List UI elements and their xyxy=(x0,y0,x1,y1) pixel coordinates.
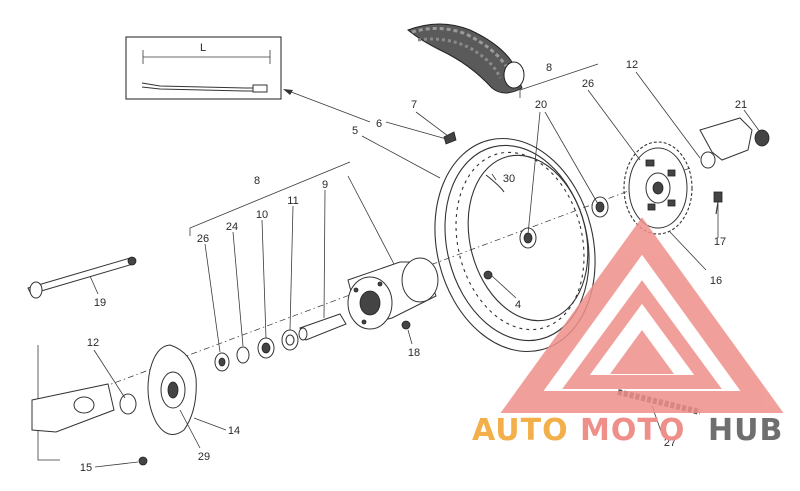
group-bracket-top xyxy=(519,63,599,98)
group-bracket-left xyxy=(189,161,351,236)
callout-20: 20 xyxy=(535,99,547,111)
watermark-word-auto: AUTO xyxy=(472,413,569,448)
cable-inset: L xyxy=(125,36,282,100)
callout-15: 15 xyxy=(80,462,92,474)
callout-6: 6 xyxy=(376,118,382,130)
callout-numbers: 6 7 5 8 20 26 12 21 30 17 16 4 18 8 9 11… xyxy=(80,59,747,474)
hub xyxy=(347,257,439,330)
sprocket xyxy=(623,141,693,235)
axle xyxy=(27,256,137,299)
callout-26-top: 26 xyxy=(582,78,594,90)
callout-7: 7 xyxy=(411,99,417,111)
callout-10: 10 xyxy=(256,209,268,221)
watermark-logo xyxy=(500,217,784,413)
right-bearings xyxy=(519,196,609,249)
callout-5: 5 xyxy=(352,125,358,137)
rim xyxy=(434,137,596,353)
callout-8-left: 8 xyxy=(254,175,260,187)
callout-21: 21 xyxy=(735,99,747,111)
chain-adjuster-right xyxy=(699,117,770,169)
callout-12-left: 12 xyxy=(87,337,99,349)
callout-4: 4 xyxy=(515,299,521,311)
callout-27: 27 xyxy=(664,437,676,449)
callout-26-left: 26 xyxy=(197,233,209,245)
callout-16: 16 xyxy=(710,275,722,287)
callout-18: 18 xyxy=(408,347,420,359)
cable-length-label: L xyxy=(200,42,206,54)
callout-14: 14 xyxy=(228,425,240,437)
leader-lines xyxy=(89,71,761,468)
callout-12-top: 12 xyxy=(626,59,638,71)
callout-17: 17 xyxy=(714,236,726,248)
callout-19: 19 xyxy=(94,297,106,309)
callout-11: 11 xyxy=(287,195,298,207)
spacer-tube xyxy=(298,313,347,341)
brake-disc xyxy=(147,344,197,435)
left-bearings xyxy=(214,329,299,372)
callout-9: 9 xyxy=(322,179,328,191)
watermark-word-moto: MOTO xyxy=(580,413,685,448)
callout-29: 29 xyxy=(198,451,210,463)
bolts xyxy=(138,131,723,466)
callout-24: 24 xyxy=(226,221,238,233)
watermark-text: AUTO MOTO HUB xyxy=(472,413,783,448)
watermark-word-hub: HUB xyxy=(708,413,783,448)
callout-8-top: 8 xyxy=(546,62,552,74)
chain-adjuster-left xyxy=(31,345,137,461)
callout-30: 30 xyxy=(503,173,515,185)
tire-section xyxy=(407,23,525,94)
